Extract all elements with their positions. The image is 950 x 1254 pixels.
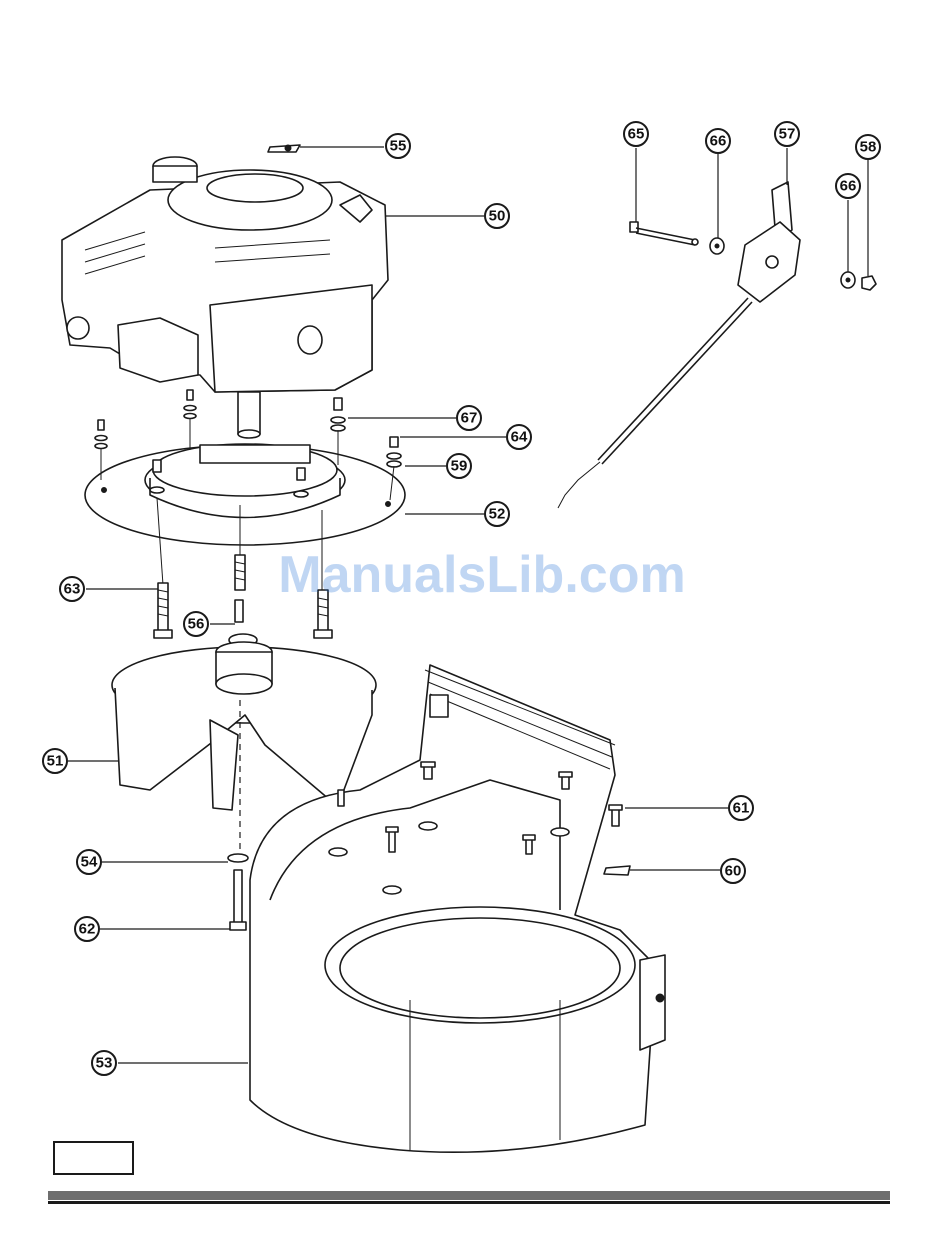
callout-53: 53 xyxy=(92,1051,116,1075)
callout-65-label: 65 xyxy=(628,126,645,143)
callout-55-label: 55 xyxy=(390,138,407,155)
callout-58: 58 xyxy=(856,135,880,159)
key-part-56 xyxy=(229,600,257,646)
callout-66-top: 66 xyxy=(706,129,730,153)
callout-54: 54 xyxy=(77,850,101,874)
callout-56-label: 56 xyxy=(188,616,205,633)
impeller-part-51 xyxy=(112,642,376,810)
clip-part-55 xyxy=(268,145,300,152)
callout-63: 63 xyxy=(60,577,84,601)
nut-part-58 xyxy=(862,276,876,290)
callout-60: 60 xyxy=(721,859,745,883)
callout-62-label: 62 xyxy=(79,921,96,938)
callout-57-label: 57 xyxy=(779,126,796,143)
callout-61: 61 xyxy=(729,796,753,820)
mount-plate-part-52 xyxy=(85,444,405,545)
callout-50-label: 50 xyxy=(489,208,506,225)
callout-59-label: 59 xyxy=(451,458,468,475)
callout-67: 67 xyxy=(457,406,481,430)
washer-part-66-a xyxy=(710,238,724,254)
callout-61-label: 61 xyxy=(733,800,750,817)
callout-52: 52 xyxy=(485,502,509,526)
washer-part-66-b xyxy=(841,272,855,288)
callout-58-label: 58 xyxy=(860,139,877,156)
callout-54-label: 54 xyxy=(81,854,98,871)
callout-56: 56 xyxy=(184,612,208,636)
footer-bar-line xyxy=(48,1201,890,1204)
callout-63-label: 63 xyxy=(64,581,81,598)
callout-62: 62 xyxy=(75,917,99,941)
callout-66-top-label: 66 xyxy=(710,133,727,150)
page-number-box xyxy=(54,1142,133,1174)
callout-55: 55 xyxy=(386,134,410,158)
watermark: ManualsLib.com xyxy=(278,546,685,604)
callout-66-right-label: 66 xyxy=(840,178,857,195)
callout-52-label: 52 xyxy=(489,506,506,523)
callout-66-right: 66 xyxy=(836,174,860,198)
rod-part-65 xyxy=(630,222,698,245)
callout-50: 50 xyxy=(485,204,509,228)
callout-64: 64 xyxy=(507,425,531,449)
throttle-control-part-57 xyxy=(558,182,800,508)
callout-51: 51 xyxy=(43,749,67,773)
callout-51-label: 51 xyxy=(47,753,64,770)
callout-60-label: 60 xyxy=(725,863,742,880)
engine-part-50 xyxy=(62,157,388,438)
callout-59: 59 xyxy=(447,454,471,478)
footer-bar xyxy=(48,1191,890,1200)
callout-64-label: 64 xyxy=(511,429,528,446)
callout-65: 65 xyxy=(624,122,648,146)
bolt-part-62 xyxy=(230,870,246,930)
callout-57: 57 xyxy=(775,122,799,146)
callout-53-label: 53 xyxy=(96,1055,113,1072)
washer-part-54 xyxy=(228,854,248,862)
clip-part-60 xyxy=(604,866,630,875)
callout-67-label: 67 xyxy=(461,410,478,427)
